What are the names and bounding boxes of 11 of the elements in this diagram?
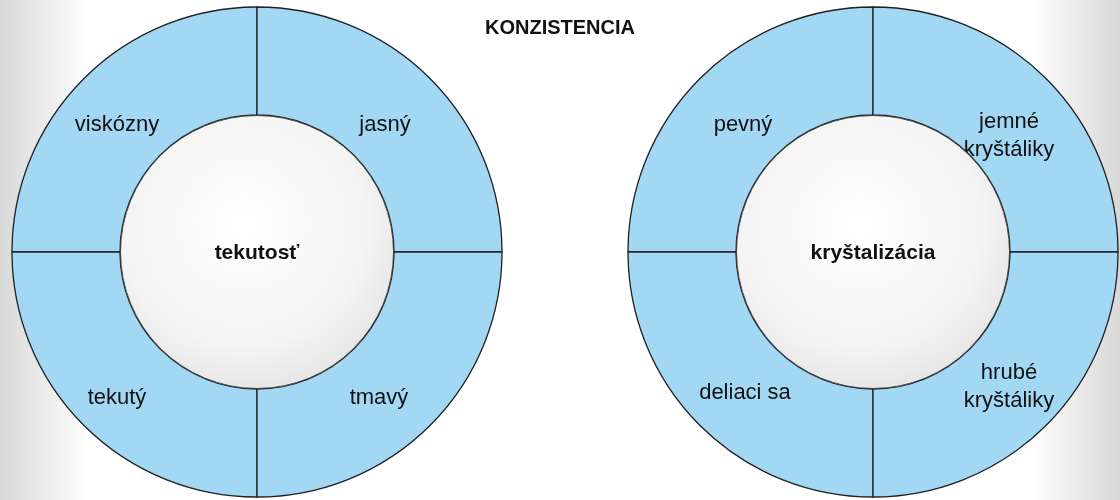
segment-label: jasný — [357, 110, 412, 138]
segment-label: pevný — [712, 110, 774, 138]
segment-label: viskózny — [73, 110, 161, 138]
segment-label: hrubé kryštáliky — [962, 357, 1056, 413]
segment-label: tmavý — [348, 383, 410, 411]
center-label: tekutosť — [214, 240, 300, 264]
segment-label: deliaci sa — [698, 378, 792, 406]
segment-label: jemné kryštáliky — [962, 106, 1056, 162]
segment-label: tekutý — [86, 383, 148, 411]
title: KONZISTENCIA — [484, 16, 636, 39]
center-label: kryštalizácia — [810, 240, 936, 264]
